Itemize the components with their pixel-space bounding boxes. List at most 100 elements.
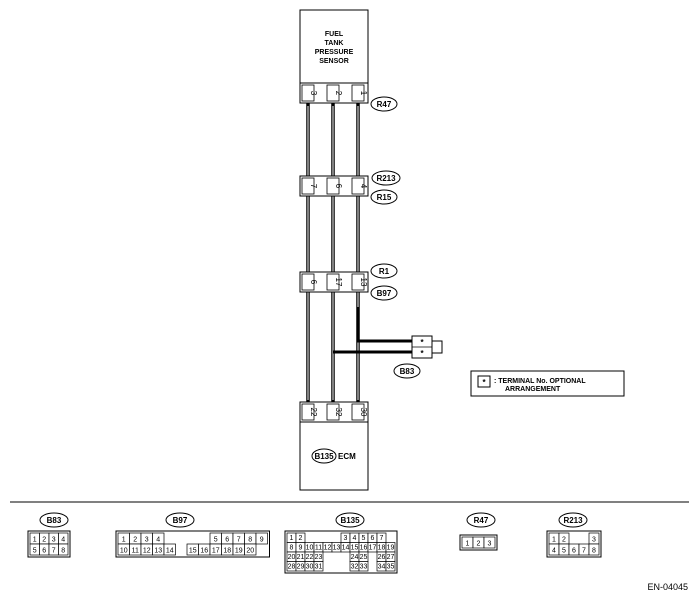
sensor-label-line1: FUEL — [325, 31, 344, 38]
face-pin: 5 — [33, 548, 37, 555]
legend-text-line2: ARRANGEMENT — [505, 386, 561, 393]
ecm-pin-22: 22 — [309, 408, 318, 417]
legend-mark: * — [482, 378, 486, 387]
face-pin: 7 — [380, 535, 384, 542]
face-pin: 26 — [378, 554, 386, 561]
b83-pin-star-2: * — [420, 349, 424, 358]
face-pin: 1 — [552, 537, 556, 544]
face-pin: 4 — [353, 535, 357, 542]
fuel-tank-pressure-sensor: FUEL TANK PRESSURE SENSOR — [299, 9, 369, 84]
sensor-pin-2: 2 — [334, 91, 343, 96]
face-pin: 8 — [290, 545, 294, 552]
tag-r47: R47 — [377, 100, 392, 109]
b83-pin-star-1: * — [420, 338, 424, 347]
face-pin: 7 — [582, 548, 586, 555]
r213-pin-6: 6 — [334, 184, 343, 189]
ecm-connector-tag: B135 — [314, 452, 334, 461]
face-pin: 18 — [223, 548, 231, 555]
face-pin: 1 — [466, 541, 470, 548]
face-pin: 4 — [156, 537, 160, 544]
tag-r1: R1 — [379, 267, 390, 276]
tag-b97: B97 — [377, 289, 392, 298]
face-pin: 3 — [52, 537, 56, 544]
face-pin: 8 — [592, 548, 596, 555]
face-pin: 4 — [552, 548, 556, 555]
face-pin: 2 — [477, 541, 481, 548]
r1-pin-17: 17 — [334, 278, 343, 287]
face-pin: 2 — [562, 537, 566, 544]
face-tag-b97: B97 — [173, 516, 188, 525]
face-pin: 10 — [306, 545, 314, 552]
r1-pin-13: 13 — [359, 278, 368, 287]
sensor-pin-1: 1 — [359, 91, 368, 96]
face-pin: 21 — [297, 554, 305, 561]
tag-b83: B83 — [400, 367, 415, 376]
connector-r213-r15: 7 6 4 — [299, 175, 369, 197]
r213-pin-7: 7 — [309, 184, 318, 189]
face-pin: 28 — [288, 564, 296, 571]
face-pin: 17 — [212, 548, 220, 555]
face-pin: 22 — [306, 554, 314, 561]
face-tag-b83: B83 — [47, 516, 62, 525]
face-pin: 2 — [42, 537, 46, 544]
face-pin: 6 — [42, 548, 46, 555]
face-pin: 5 — [362, 535, 366, 542]
face-pin: 14 — [342, 545, 350, 552]
face-pin: 14 — [166, 548, 174, 555]
b83-branch-wires — [333, 307, 412, 354]
face-pin: 2 — [133, 537, 137, 544]
face-pin: 24 — [351, 554, 359, 561]
face-pin: 8 — [61, 548, 65, 555]
face-pin: 25 — [360, 554, 368, 561]
face-pin: 34 — [378, 564, 386, 571]
face-pin: 32 — [351, 564, 359, 571]
face-pin: 3 — [145, 537, 149, 544]
face-pin: 8 — [248, 537, 252, 544]
face-pin: 23 — [315, 554, 323, 561]
face-pin: 6 — [225, 537, 229, 544]
face-pin: 3 — [488, 541, 492, 548]
face-pin: 9 — [299, 545, 303, 552]
face-pin: 7 — [237, 537, 241, 544]
face-pin: 29 — [297, 564, 305, 571]
sensor-connector-r47-body: 3 2 1 — [299, 82, 369, 104]
face-pin: 27 — [387, 554, 395, 561]
face-tag-r213: R213 — [563, 516, 583, 525]
tag-r15: R15 — [377, 193, 392, 202]
legend-text-line1: : TERMINAL No. OPTIONAL — [494, 378, 586, 385]
face-pin: 19 — [235, 548, 243, 555]
connector-r1-b97: 6 17 13 — [299, 271, 369, 293]
ecm-label: ECM — [338, 452, 356, 461]
face-pin: 18 — [378, 545, 386, 552]
sensor-label-line2: TANK — [325, 40, 344, 47]
r213-pin-4: 4 — [359, 184, 368, 189]
face-pin: 5 — [562, 548, 566, 555]
face-pin: 20 — [288, 554, 296, 561]
face-tag-b135: B135 — [340, 516, 360, 525]
face-pin: 31 — [315, 564, 323, 571]
face-pin: 10 — [120, 548, 128, 555]
wire-outline — [307, 106, 359, 400]
face-pin: 16 — [200, 548, 208, 555]
connector-tags: R47 R213 R15 R1 B97 B83 — [370, 96, 421, 379]
face-pin: 15 — [189, 548, 197, 555]
r1-pin-6: 6 — [309, 280, 318, 285]
tag-r213: R213 — [376, 174, 396, 183]
face-pin: 9 — [260, 537, 264, 544]
face-pin: 6 — [572, 548, 576, 555]
face-pin: 5 — [214, 537, 218, 544]
face-pin: 15 — [351, 545, 359, 552]
figure-code: EN-04045 — [647, 582, 688, 592]
face-pin: 11 — [132, 548, 139, 555]
face-pin: 3 — [344, 535, 348, 542]
face-pin: 1 — [122, 537, 126, 544]
face-pin: 13 — [333, 545, 341, 552]
ecm-box: B135 ECM — [299, 421, 369, 491]
branch-wire-upper — [356, 307, 412, 343]
